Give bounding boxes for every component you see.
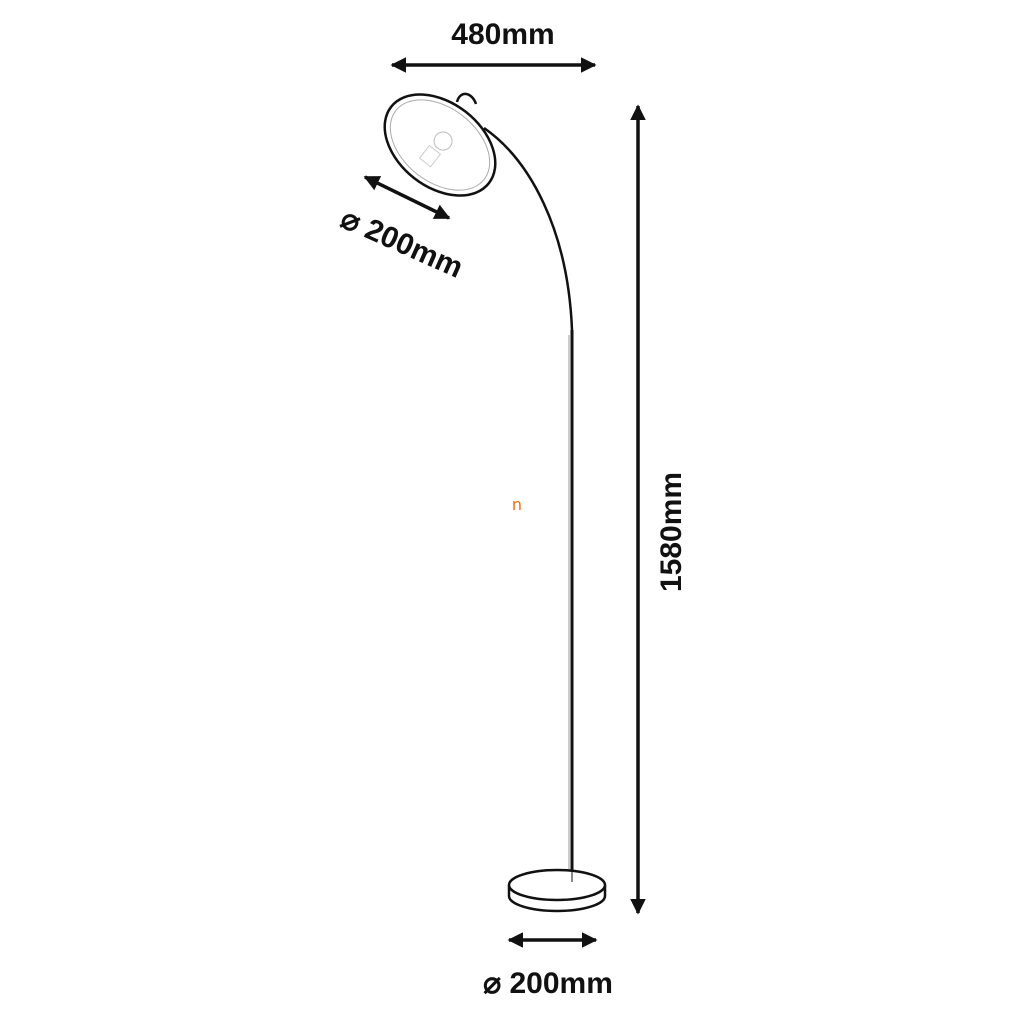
shade-diameter-arrow xyxy=(363,175,451,220)
lamp-base xyxy=(507,868,607,913)
watermark-logo: n xyxy=(512,495,522,514)
base-diameter-label: ⌀ 200mm xyxy=(483,967,613,1000)
shade-handle xyxy=(455,92,478,105)
shade-diameter-label: ⌀ 200mm xyxy=(336,202,468,285)
height-label: 1580mm xyxy=(655,472,688,592)
lamp-drawing xyxy=(383,92,607,913)
lamp-shade xyxy=(383,93,497,197)
lamp-arm xyxy=(483,126,574,331)
width-label: 480mm xyxy=(451,18,554,51)
